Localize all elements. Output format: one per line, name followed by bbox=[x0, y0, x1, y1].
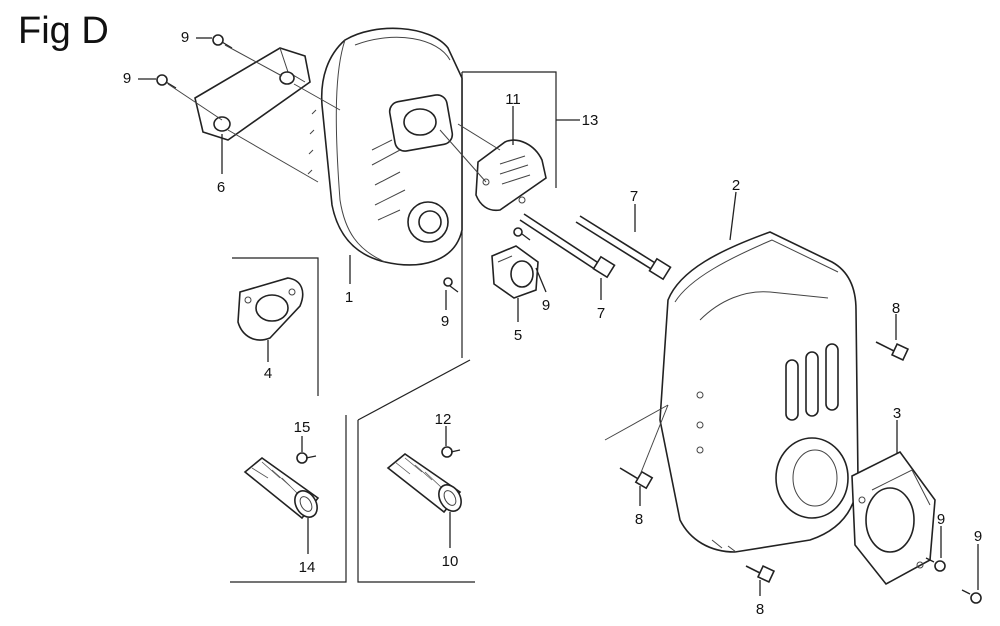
callout-c-9d: 9 bbox=[542, 297, 550, 314]
joint-part-5 bbox=[491, 245, 539, 299]
callout-c-7a: 7 bbox=[630, 188, 638, 205]
screw-9c-icon bbox=[443, 277, 459, 293]
callout-c-9a: 9 bbox=[181, 29, 189, 46]
callout-c-8c: 8 bbox=[756, 601, 764, 618]
spark-arrester-part-14 bbox=[243, 456, 320, 520]
callout-c-2: 2 bbox=[732, 177, 740, 194]
gasket-part-4 bbox=[237, 277, 304, 341]
muffler-protector-part-2 bbox=[659, 231, 859, 553]
callout-c-10: 10 bbox=[442, 553, 459, 570]
callout-c-3: 3 bbox=[893, 405, 901, 422]
screw-9b-icon bbox=[156, 74, 177, 89]
callout-c-9e: 9 bbox=[937, 511, 945, 528]
screw-12-icon bbox=[441, 446, 461, 458]
screw-9f-icon bbox=[961, 589, 982, 604]
screw-9d-icon bbox=[513, 227, 531, 241]
bolt-part-7-upper bbox=[575, 215, 672, 281]
callout-c-14: 14 bbox=[299, 559, 316, 576]
bracket-part-6 bbox=[194, 47, 311, 141]
bolt-part-7-lower bbox=[519, 213, 616, 279]
callout-c-7b: 7 bbox=[597, 305, 605, 322]
callout-c-1: 1 bbox=[345, 289, 353, 306]
label-plate-part-11 bbox=[475, 139, 547, 212]
figure-title: Fig D bbox=[18, 10, 109, 52]
assembly-lines bbox=[167, 44, 669, 476]
callout-c-15: 15 bbox=[294, 419, 311, 436]
callout-c-9c: 9 bbox=[441, 313, 449, 330]
bolt-8b-icon bbox=[619, 467, 654, 490]
callout-c-6: 6 bbox=[217, 179, 225, 196]
inset-box-left bbox=[230, 257, 347, 583]
spark-arrester-part-10 bbox=[386, 452, 462, 514]
deflector-part-3 bbox=[851, 450, 936, 586]
screw-9e-icon bbox=[925, 557, 946, 572]
screw-9a-icon bbox=[212, 34, 233, 49]
callout-c-13: 13 bbox=[582, 112, 599, 129]
callout-c-8b: 8 bbox=[635, 511, 643, 528]
callout-leaders bbox=[138, 37, 979, 596]
callout-c-9f: 9 bbox=[974, 528, 982, 545]
callout-c-4: 4 bbox=[264, 365, 272, 382]
bolt-8a-icon bbox=[875, 341, 910, 362]
callout-c-8a: 8 bbox=[892, 300, 900, 317]
bolt-8c-icon bbox=[745, 564, 776, 584]
callout-c-9b: 9 bbox=[123, 70, 131, 87]
muffler-body-part-1 bbox=[307, 27, 463, 266]
callout-c-12: 12 bbox=[435, 411, 452, 428]
callout-c-5: 5 bbox=[514, 327, 522, 344]
screw-15-icon bbox=[296, 452, 317, 464]
callout-c-11: 11 bbox=[505, 91, 521, 108]
